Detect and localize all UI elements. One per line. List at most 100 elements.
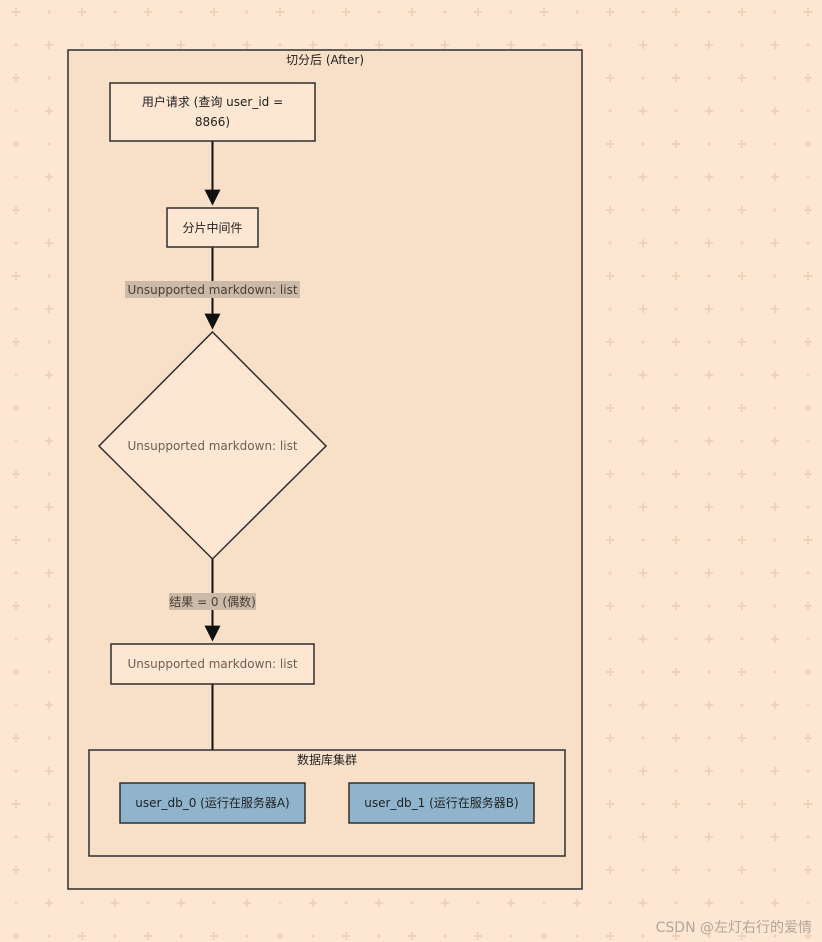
grid-dot-mark bbox=[14, 703, 18, 707]
grid-plus-mark bbox=[771, 833, 779, 841]
grid-plus-mark bbox=[45, 635, 53, 643]
grid-dot-mark bbox=[278, 901, 282, 905]
grid-dot-mark bbox=[674, 439, 678, 443]
grid-dot-mark bbox=[740, 439, 744, 443]
grid-dot-mark bbox=[575, 934, 579, 938]
grid-dot-mark bbox=[674, 307, 678, 311]
grid-dot-mark bbox=[773, 10, 777, 14]
grid-plus-mark bbox=[804, 866, 812, 874]
grid-dot-mark bbox=[14, 769, 18, 773]
grid-plus-mark bbox=[639, 437, 647, 445]
grid-plus-mark bbox=[45, 371, 53, 379]
grid-dot-mark bbox=[608, 901, 612, 905]
grid-plus-mark bbox=[408, 932, 416, 940]
grid-plus-mark bbox=[738, 470, 746, 478]
grid-plus-mark bbox=[738, 338, 746, 346]
grid-plus-mark bbox=[45, 173, 53, 181]
grid-dot-mark bbox=[773, 406, 777, 410]
grid-plus-mark bbox=[243, 41, 251, 49]
grid-plus-mark bbox=[771, 41, 779, 49]
grid-plus-mark bbox=[45, 701, 53, 709]
grid-plus-mark bbox=[639, 107, 647, 115]
grid-plus-mark bbox=[606, 338, 614, 346]
grid-plus-mark bbox=[639, 899, 647, 907]
grid-plus-mark bbox=[705, 173, 713, 181]
grid-plus-mark bbox=[738, 74, 746, 82]
grid-dot-mark bbox=[641, 868, 645, 872]
node-sharding-middleware[interactable]: 分片中间件 bbox=[166, 207, 259, 248]
grid-dot-mark bbox=[608, 241, 612, 245]
grid-plus-mark bbox=[12, 734, 20, 742]
grid-plus-mark bbox=[111, 41, 119, 49]
node-db1[interactable]: user_db_1 (运行在服务器B) bbox=[348, 782, 535, 824]
grid-plus-mark bbox=[804, 404, 812, 412]
grid-dot-mark bbox=[278, 43, 282, 47]
grid-plus-mark bbox=[606, 74, 614, 82]
grid-dot-mark bbox=[773, 670, 777, 674]
grid-dot-mark bbox=[179, 10, 183, 14]
grid-dot-mark bbox=[377, 934, 381, 938]
grid-dot-mark bbox=[509, 934, 513, 938]
grid-dot-mark bbox=[707, 472, 711, 476]
grid-plus-mark bbox=[639, 833, 647, 841]
grid-plus-mark bbox=[144, 932, 152, 940]
grid-plus-mark bbox=[408, 8, 416, 16]
grid-dot-mark bbox=[608, 109, 612, 113]
grid-plus-mark bbox=[606, 536, 614, 544]
grid-dot-mark bbox=[707, 406, 711, 410]
grid-dot-mark bbox=[773, 604, 777, 608]
grid-dot-mark bbox=[311, 934, 315, 938]
grid-dot-mark bbox=[14, 571, 18, 575]
grid-dot-mark bbox=[773, 538, 777, 542]
grid-plus-mark bbox=[177, 41, 185, 49]
grid-dot-mark bbox=[740, 637, 744, 641]
grid-plus-mark bbox=[705, 371, 713, 379]
grid-dot-mark bbox=[47, 868, 51, 872]
grid-plus-mark bbox=[45, 239, 53, 247]
grid-dot-mark bbox=[641, 208, 645, 212]
grid-dot-mark bbox=[245, 934, 249, 938]
grid-dot-mark bbox=[806, 637, 810, 641]
grid-dot-mark bbox=[674, 505, 678, 509]
grid-plus-mark bbox=[12, 338, 20, 346]
grid-dot-mark bbox=[47, 604, 51, 608]
grid-plus-mark bbox=[606, 272, 614, 280]
grid-plus-mark bbox=[342, 932, 350, 940]
grid-plus-mark bbox=[12, 800, 20, 808]
grid-dot-mark bbox=[740, 241, 744, 245]
grid-plus-mark bbox=[243, 899, 251, 907]
grid-plus-mark bbox=[672, 338, 680, 346]
grid-plus-mark bbox=[804, 536, 812, 544]
grid-plus-mark bbox=[606, 602, 614, 610]
node-db0[interactable]: user_db_0 (运行在服务器A) bbox=[119, 782, 306, 824]
grid-plus-mark bbox=[606, 800, 614, 808]
grid-plus-mark bbox=[639, 767, 647, 775]
grid-dot-mark bbox=[806, 703, 810, 707]
grid-plus-mark bbox=[738, 800, 746, 808]
cluster-after-title: 切分后 (After) bbox=[286, 53, 364, 67]
grid-dot-mark bbox=[14, 505, 18, 509]
grid-plus-mark bbox=[771, 635, 779, 643]
grid-plus-mark bbox=[309, 41, 317, 49]
grid-plus-mark bbox=[771, 107, 779, 115]
node-user-request[interactable]: 用户请求 (查询 user_id = 8866) bbox=[109, 82, 316, 142]
node-route[interactable]: Unsupported markdown: list bbox=[110, 643, 315, 685]
grid-dot-mark bbox=[14, 175, 18, 179]
grid-dot-mark bbox=[146, 901, 150, 905]
grid-plus-mark bbox=[12, 470, 20, 478]
grid-plus-mark bbox=[45, 899, 53, 907]
grid-dot-mark bbox=[443, 934, 447, 938]
grid-dot-mark bbox=[47, 76, 51, 80]
grid-dot-mark bbox=[14, 307, 18, 311]
grid-plus-mark bbox=[111, 899, 119, 907]
grid-dot-mark bbox=[773, 274, 777, 278]
grid-plus-mark bbox=[771, 569, 779, 577]
node-decision-diamond[interactable]: Unsupported markdown: list bbox=[97, 330, 328, 561]
grid-dot-mark bbox=[47, 274, 51, 278]
grid-plus-mark bbox=[705, 41, 713, 49]
grid-plus-mark bbox=[705, 635, 713, 643]
grid-dot-mark bbox=[47, 10, 51, 14]
grid-plus-mark bbox=[45, 569, 53, 577]
grid-dot-mark bbox=[674, 571, 678, 575]
grid-dot-mark bbox=[740, 43, 744, 47]
